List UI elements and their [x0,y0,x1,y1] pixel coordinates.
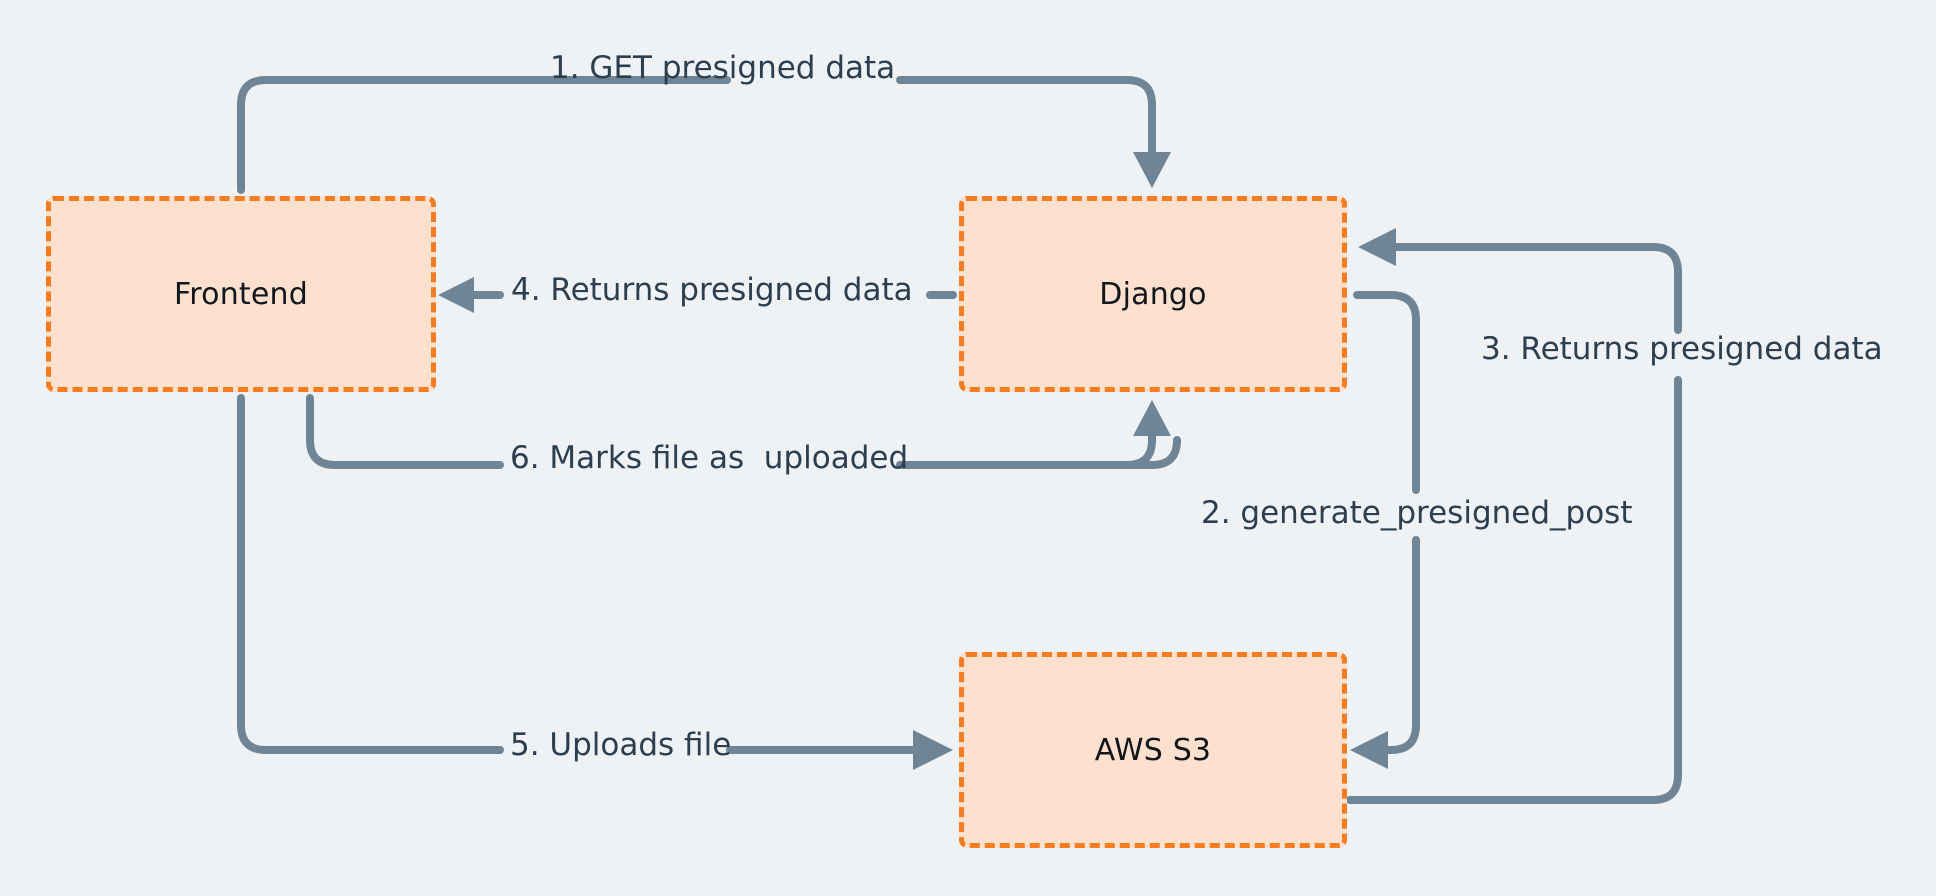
node-frontend[interactable]: Frontend [46,196,436,392]
edge-label-3: 3. Returns presigned data [1481,331,1883,367]
node-aws-s3-label: AWS S3 [1094,732,1212,768]
edge-label-2: 2. generate_presigned_post [1201,495,1633,531]
node-django-label: Django [1099,276,1207,312]
arrowhead-6 [1133,400,1171,436]
node-frontend-label: Frontend [174,276,308,312]
connector-2-generate-presigned-post [1350,291,1420,769]
arrowhead-4 [438,277,474,313]
arrowhead-1 [1133,152,1171,188]
edge-label-4: 4. Returns presigned data [511,272,913,308]
connector-6-marks-file-as-uploaded [306,394,1181,469]
edge-label-1: 1. GET presigned data [550,50,896,86]
node-aws-s3[interactable]: AWS S3 [959,652,1347,848]
connector-4-returns-presigned-data [438,277,957,313]
arrowhead-3 [1358,228,1396,266]
connector-3-returns-presigned-data [1346,228,1682,804]
edge-label-6: 6. Marks file as uploaded [510,440,909,476]
arrowhead-2 [1350,731,1388,769]
arrowhead-5 [913,730,953,770]
connector-5-uploads-file [237,394,953,770]
edge-label-5: 5. Uploads file [510,727,732,763]
connector-1-get-presigned-data [237,76,1171,194]
node-django[interactable]: Django [959,196,1347,392]
